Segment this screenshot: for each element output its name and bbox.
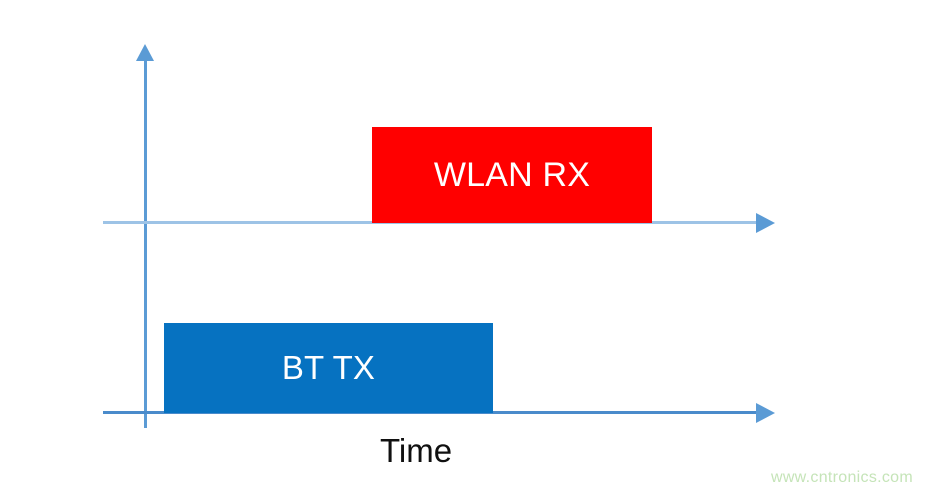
- time-axis-label: Time: [379, 432, 453, 469]
- bt-tx-block: BT TX: [164, 323, 493, 413]
- bt-tx-label: BT TX: [281, 349, 376, 386]
- up-arrow-icon: [136, 44, 154, 61]
- right-arrow-icon-bottom: [756, 403, 775, 423]
- wlan-rx-block: WLAN RX: [372, 127, 652, 223]
- vertical-axis-line: [144, 58, 147, 428]
- wlan-rx-label: WLAN RX: [433, 155, 591, 194]
- right-arrow-icon-top: [756, 213, 775, 233]
- watermark-text: www.cntronics.com: [770, 469, 913, 486]
